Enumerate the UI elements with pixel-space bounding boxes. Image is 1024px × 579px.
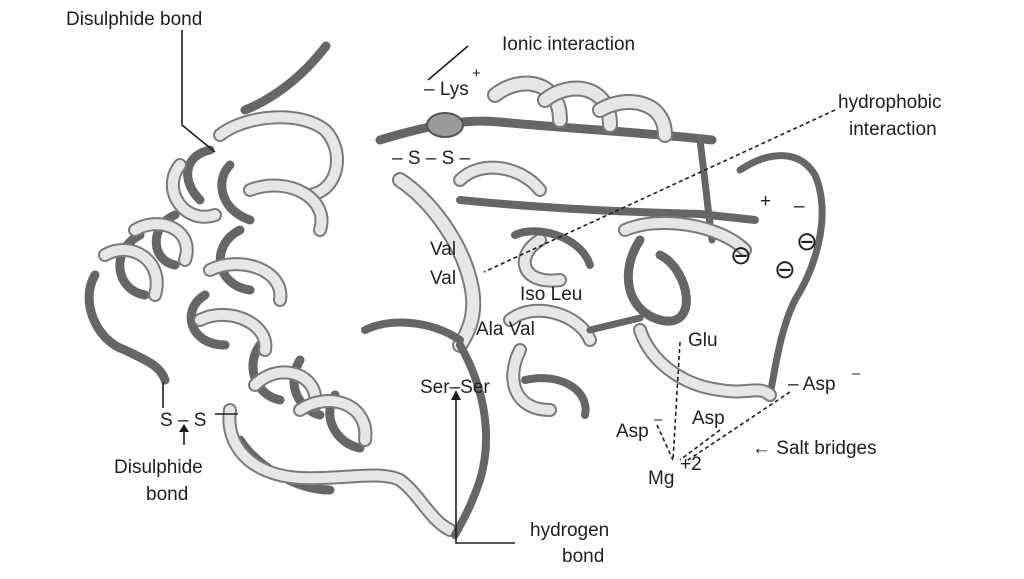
disulphide-top-leader (182, 30, 215, 152)
negative-ion-2: ⊖ (796, 226, 818, 256)
disulphide-bond-bottom-line1: Disulphide (114, 457, 203, 478)
hydrophobic-label-line1: hydrophobic (838, 92, 942, 113)
lys-charge: + (472, 65, 481, 82)
negative-ion-1: ⊖ (730, 240, 752, 270)
hydrogen-bond-label-line2: bond (562, 546, 604, 567)
strand-right-dark (700, 140, 822, 395)
asp-right-charge: – (852, 365, 861, 382)
positive-charge: + (760, 191, 771, 212)
ser-ser-label: Ser–Ser (420, 377, 490, 398)
hydrogen-bond-label-line1: hydrogen (530, 520, 609, 541)
asp-right-label: – Asp (788, 374, 836, 395)
salt-bridge-asp-left-line (657, 425, 673, 460)
mg-label: Mg (648, 468, 674, 489)
iso-leu-label: Iso Leu (520, 284, 582, 305)
disulphide-ss-top-label: – S – S – (392, 148, 471, 169)
salt-bridges-label: ← Salt bridges (752, 438, 877, 459)
ionic-interaction-label: Ionic interaction (502, 34, 635, 55)
negative-ion-3: ⊖ (774, 254, 796, 284)
disulphide-bond-top-label: Disulphide bond (66, 9, 202, 30)
ionic-leader (428, 46, 468, 80)
lys-label: – Lys (424, 79, 469, 100)
val-label-1: Val (430, 239, 456, 260)
asp-mid-label: Asp (692, 408, 725, 429)
salt-bridge-glu-line (673, 342, 680, 460)
asp-left-label: Asp (616, 421, 649, 442)
mg-charge: +2 (680, 454, 702, 475)
ss-left-label: S – S (160, 410, 206, 431)
negative-charge: – (794, 196, 805, 217)
val-label-2: Val (430, 268, 456, 289)
lys-residue-blob (427, 113, 463, 137)
ala-val-label: Ala Val (476, 319, 535, 340)
glu-label: Glu (688, 330, 718, 351)
hydrophobic-label-line2: interaction (849, 119, 937, 140)
disulphide-bond-bottom-line2: bond (146, 484, 188, 505)
asp-left-charge: – (654, 411, 663, 428)
